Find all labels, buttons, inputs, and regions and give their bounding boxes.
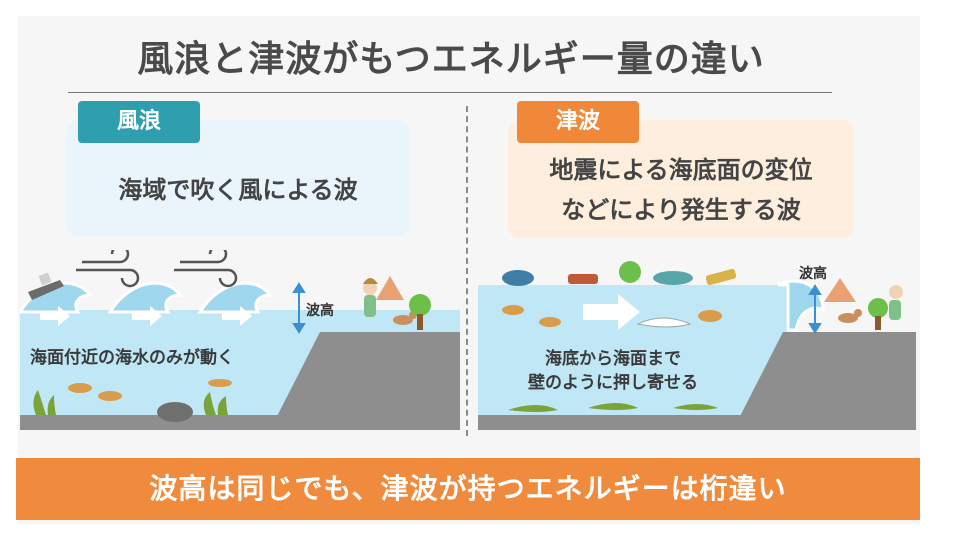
tsunami-scene-text: 海底から海面まで 壁のように押し寄せる bbox=[528, 347, 698, 395]
wave-crests bbox=[20, 281, 274, 314]
dog-icon bbox=[393, 311, 417, 325]
wave-height-arrow bbox=[292, 282, 306, 334]
wind-wave-scene bbox=[20, 250, 460, 430]
title-underline bbox=[68, 92, 832, 93]
wind-wave-height-label: 波高 bbox=[306, 303, 334, 319]
debris-icons bbox=[502, 261, 737, 286]
wind-icon bbox=[76, 250, 238, 288]
wind-wave-scene-text: 海面付近の海水のみが動く bbox=[30, 348, 234, 368]
seaweed-icons bbox=[33, 390, 228, 415]
seaweed-icons bbox=[508, 403, 718, 412]
rock-icon bbox=[157, 402, 193, 422]
person-icon bbox=[889, 285, 903, 320]
wind-wave-description: 海域で吹く風による波 bbox=[118, 176, 358, 204]
panel-divider bbox=[466, 106, 468, 436]
flow-arrow bbox=[583, 294, 640, 330]
tsunami-scene bbox=[478, 261, 916, 430]
tsunami-description-line-2: などにより発生する波 bbox=[561, 196, 801, 224]
flow-arrows bbox=[40, 306, 252, 326]
shore-slope bbox=[270, 332, 460, 430]
tsunami-scene-text-line-1: 海底から海面まで bbox=[545, 349, 681, 369]
wave-height-arrow bbox=[808, 284, 822, 334]
tsunami-description-line-1: 地震による海底面の変位 bbox=[549, 156, 813, 184]
conclusion-banner: 波高は同じでも、津波が持つエネルギーは桁違い bbox=[16, 458, 920, 520]
tsunami-height-label: 波高 bbox=[799, 266, 827, 282]
house-roof-icon bbox=[376, 276, 404, 300]
house-roof-icon bbox=[824, 278, 856, 302]
fish-icons bbox=[502, 305, 722, 327]
fish-icons bbox=[68, 379, 232, 401]
tsunami-scene-text-line-2: 壁のように押し寄せる bbox=[528, 373, 698, 393]
ship-icon bbox=[28, 272, 64, 300]
shore-slope bbox=[733, 332, 916, 430]
dolphin-icon bbox=[636, 317, 692, 328]
dog-icon bbox=[838, 309, 862, 323]
person-icon bbox=[363, 278, 378, 317]
page-title: 風浪と津波がもつエネルギー量の違い bbox=[137, 39, 765, 80]
tree-icon bbox=[409, 294, 431, 330]
tree-icon bbox=[868, 298, 888, 330]
slide-background bbox=[18, 16, 920, 524]
wind-wave-tag: 風浪 bbox=[78, 101, 200, 143]
tsunami-tag: 津波 bbox=[517, 101, 639, 143]
